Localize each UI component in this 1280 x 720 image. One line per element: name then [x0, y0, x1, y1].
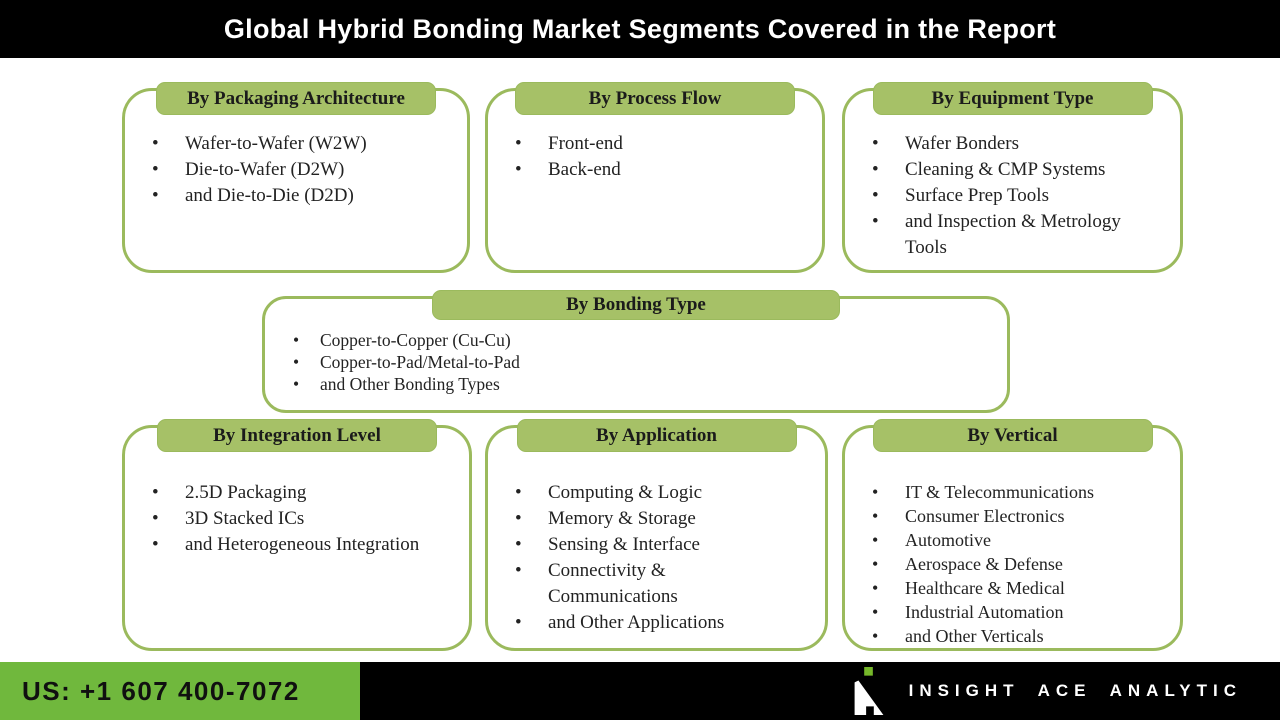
bullet-item: Healthcare & Medical	[845, 576, 1172, 600]
segment-box-packaging-architecture: By Packaging Architecture Wafer-to-Wafer…	[122, 82, 470, 273]
bullet-item: and Other Bonding Types	[265, 373, 999, 395]
bullet-item: Sensing & Interface	[488, 532, 817, 558]
segment-box-bonding-type: By Bonding Type Copper-to-Copper (Cu-Cu)…	[262, 290, 1010, 413]
segment-item-list: Wafer BondersCleaning & CMP SystemsSurfa…	[845, 91, 1180, 261]
segment-header-tab: By Equipment Type	[872, 82, 1153, 115]
brand-logo: INSIGHT ACE ANALYTIC	[853, 662, 1242, 720]
bullet-item: Copper-to-Pad/Metal-to-Pad	[265, 351, 999, 373]
bullet-item: and Other Applications	[488, 610, 817, 636]
segment-header-tab: By Bonding Type	[432, 290, 840, 320]
bullet-item: Memory & Storage	[488, 506, 817, 532]
phone-banner: US: +1 607 400-7072	[0, 662, 360, 720]
segment-item-list: Wafer-to-Wafer (W2W)Die-to-Wafer (D2W)an…	[125, 91, 467, 209]
segment-header-label: By Equipment Type	[931, 87, 1094, 109]
segment-box-integration-level: By Integration Level 2.5D Packaging3D St…	[122, 419, 472, 651]
segment-item-list: 2.5D Packaging3D Stacked ICsand Heteroge…	[125, 428, 469, 558]
segment-header-label: By Bonding Type	[566, 294, 706, 315]
segment-header-tab: By Application	[516, 419, 797, 452]
segment-box-application: By Application Computing & LogicMemory &…	[485, 419, 828, 651]
bullet-item: Wafer Bonders	[845, 131, 1172, 157]
bullet-item: Industrial Automation	[845, 600, 1172, 624]
segment-header-tab: By Integration Level	[157, 419, 437, 452]
bullet-item: and Die-to-Die (D2D)	[125, 183, 459, 209]
bullet-item: Copper-to-Copper (Cu-Cu)	[265, 329, 999, 351]
bullet-item: Aerospace & Defense	[845, 552, 1172, 576]
bullet-item: 2.5D Packaging	[125, 480, 461, 506]
title-bar: Global Hybrid Bonding Market Segments Co…	[0, 0, 1280, 58]
bullet-item: Automotive	[845, 528, 1172, 552]
segment-box-vertical: By Vertical IT & TelecommunicationsConsu…	[842, 419, 1183, 651]
bullet-item: Consumer Electronics	[845, 504, 1172, 528]
brand-a-icon	[854, 667, 883, 715]
bullet-item: IT & Telecommunications	[845, 480, 1172, 504]
bullet-item: Front-end	[488, 131, 814, 157]
phone-number: US: +1 607 400-7072	[22, 675, 300, 706]
bullet-item: Surface Prep Tools	[845, 183, 1172, 209]
segment-header-label: By Process Flow	[588, 87, 722, 109]
segment-header-label: By Vertical	[967, 424, 1058, 446]
segment-box-process-flow: By Process Flow Front-endBack-end	[485, 82, 825, 273]
bullet-item: Connectivity & Communications	[488, 558, 817, 610]
brand-name: INSIGHT ACE ANALYTIC	[908, 681, 1242, 700]
segment-header-tab: By Packaging Architecture	[156, 82, 436, 115]
bullet-item: Die-to-Wafer (D2W)	[125, 157, 459, 183]
bullet-item: and Inspection & Metrology Tools	[845, 209, 1172, 261]
segment-header-label: By Integration Level	[213, 424, 381, 446]
page-title: Global Hybrid Bonding Market Segments Co…	[223, 13, 1057, 44]
bullet-item: and Heterogeneous Integration	[125, 532, 461, 558]
footer-bar: US: +1 607 400-7072 INSIGHT ACE ANALYTIC	[0, 662, 1280, 720]
segment-header-tab: By Process Flow	[515, 82, 795, 115]
segment-item-list: Front-endBack-end	[488, 91, 822, 183]
bullet-item: and Other Verticals	[845, 624, 1172, 648]
segment-header-tab: By Vertical	[872, 419, 1153, 452]
segment-item-list: Copper-to-Copper (Cu-Cu)Copper-to-Pad/Me…	[265, 299, 1007, 395]
segment-item-list: Computing & LogicMemory & StorageSensing…	[488, 428, 825, 636]
segment-box-equipment-type: By Equipment Type Wafer BondersCleaning …	[842, 82, 1183, 273]
bullet-item: Wafer-to-Wafer (W2W)	[125, 131, 459, 157]
bullet-item: 3D Stacked ICs	[125, 506, 461, 532]
bullet-item: Back-end	[488, 157, 814, 183]
bullet-item: Computing & Logic	[488, 480, 817, 506]
segment-header-label: By Application	[596, 424, 717, 446]
bullet-item: Cleaning & CMP Systems	[845, 157, 1172, 183]
segment-item-list: IT & TelecommunicationsConsumer Electron…	[845, 428, 1180, 648]
segment-header-label: By Packaging Architecture	[187, 87, 405, 109]
